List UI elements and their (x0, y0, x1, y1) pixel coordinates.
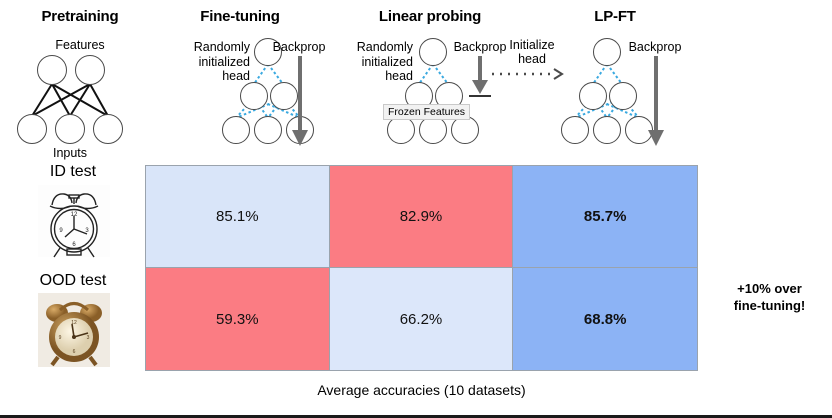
input-node (419, 116, 447, 144)
cell-value: 66.2% (399, 310, 443, 328)
frozen-features-label: Frozen Features (383, 104, 471, 120)
annotation-line1: +10% over (737, 281, 802, 296)
svg-text:6: 6 (72, 242, 76, 248)
head-node (593, 38, 621, 66)
improvement-annotation: +10% over fine-tuning! (712, 280, 827, 314)
heatmap-cell[interactable]: 68.8% (513, 268, 697, 370)
input-node (93, 114, 123, 144)
column-title-lp-ft: LP-FT (594, 8, 636, 25)
input-node (55, 114, 85, 144)
pretraining-diagram: Features Inputs (10, 38, 150, 160)
head-label-line1: Randomly (193, 40, 250, 54)
fine-tuning-backprop-arrow-icon (292, 56, 308, 146)
svg-text:9: 9 (59, 335, 62, 341)
accuracy-heatmap: 85.1% 82.9% 85.7% 59.3% 66.2% 68.8% (145, 165, 698, 371)
cell-value: 59.3% (216, 310, 259, 328)
svg-text:12: 12 (71, 320, 77, 326)
cell-value: 85.1% (216, 208, 259, 225)
fine-tuning-backprop-label: Backprop (272, 40, 326, 54)
input-node (17, 114, 47, 144)
row-label-id-test: ID test (49, 163, 97, 180)
initialize-head-line2: head (518, 52, 546, 66)
linear-probing-head-label: Randomly initialized head (338, 40, 413, 84)
cell-value: 68.8% (583, 310, 627, 328)
fine-tuning-diagram: Randomly initialized head (180, 36, 330, 146)
input-node (451, 116, 479, 144)
heatmap-cell[interactable]: 66.2% (329, 268, 514, 370)
figure-caption: Average accuracies (10 datasets) (317, 382, 526, 398)
initialize-head-arrow-icon (492, 68, 564, 80)
linear-probing-backprop-arrow-icon (469, 56, 491, 97)
input-node (222, 116, 250, 144)
cell-value: 82.9% (399, 208, 443, 225)
head-label-line1: Randomly (356, 40, 413, 54)
cell-value: 85.7% (583, 208, 627, 225)
column-title-pretraining: Pretraining (41, 8, 119, 25)
linear-probing-diagram: Randomly initialized head Frozen Feature… (345, 36, 495, 146)
pretraining-edges (31, 83, 109, 117)
alarm-clock-photo: 12 3 6 9 (38, 293, 110, 367)
head-label-line2: initialized (198, 54, 250, 69)
hidden-node (240, 82, 268, 110)
svg-text:3: 3 (85, 228, 89, 234)
input-node (561, 116, 589, 144)
features-label: Features (55, 38, 105, 52)
head-node (419, 38, 447, 66)
initialize-head-line1: Initialize (509, 38, 555, 52)
input-node (254, 116, 282, 144)
row-label-ood-test: OOD test (39, 272, 107, 289)
initialize-head-label: Initialize head (492, 38, 572, 66)
heatmap-cell[interactable]: 82.9% (329, 166, 514, 268)
lp-ft-backprop-label: Backprop (628, 40, 682, 54)
column-title-linear-probing: Linear probing (378, 8, 482, 25)
head-label-line3: head (222, 69, 250, 83)
heatmap-cell[interactable]: 59.3% (146, 268, 330, 370)
inputs-label: Inputs (52, 146, 88, 160)
feature-node (37, 55, 67, 85)
heatmap-cell[interactable]: 85.1% (146, 166, 330, 268)
linear-probing-backprop-label: Backprop (453, 40, 507, 54)
hidden-node (609, 82, 637, 110)
lp-ft-backprop-arrow-icon (648, 56, 664, 146)
hidden-node (270, 82, 298, 110)
heatmap-cell[interactable]: 85.7% (513, 166, 697, 268)
svg-text:3: 3 (87, 335, 90, 341)
input-node (387, 116, 415, 144)
input-node (593, 116, 621, 144)
hidden-node (579, 82, 607, 110)
feature-node (75, 55, 105, 85)
svg-text:6: 6 (73, 349, 76, 355)
lp-ft-diagram (555, 36, 705, 146)
head-node (254, 38, 282, 66)
column-title-fine-tuning: Fine-tuning (200, 8, 280, 25)
annotation-line2: fine-tuning! (733, 298, 806, 313)
fine-tuning-head-label: Randomly initialized head (175, 40, 250, 84)
svg-text:12: 12 (71, 212, 78, 218)
svg-text:9: 9 (59, 228, 63, 234)
head-label-line3: head (385, 69, 413, 83)
alarm-clock-sketch-icon: 12 3 6 9 (38, 185, 110, 258)
head-label-line2: initialized (361, 54, 413, 69)
